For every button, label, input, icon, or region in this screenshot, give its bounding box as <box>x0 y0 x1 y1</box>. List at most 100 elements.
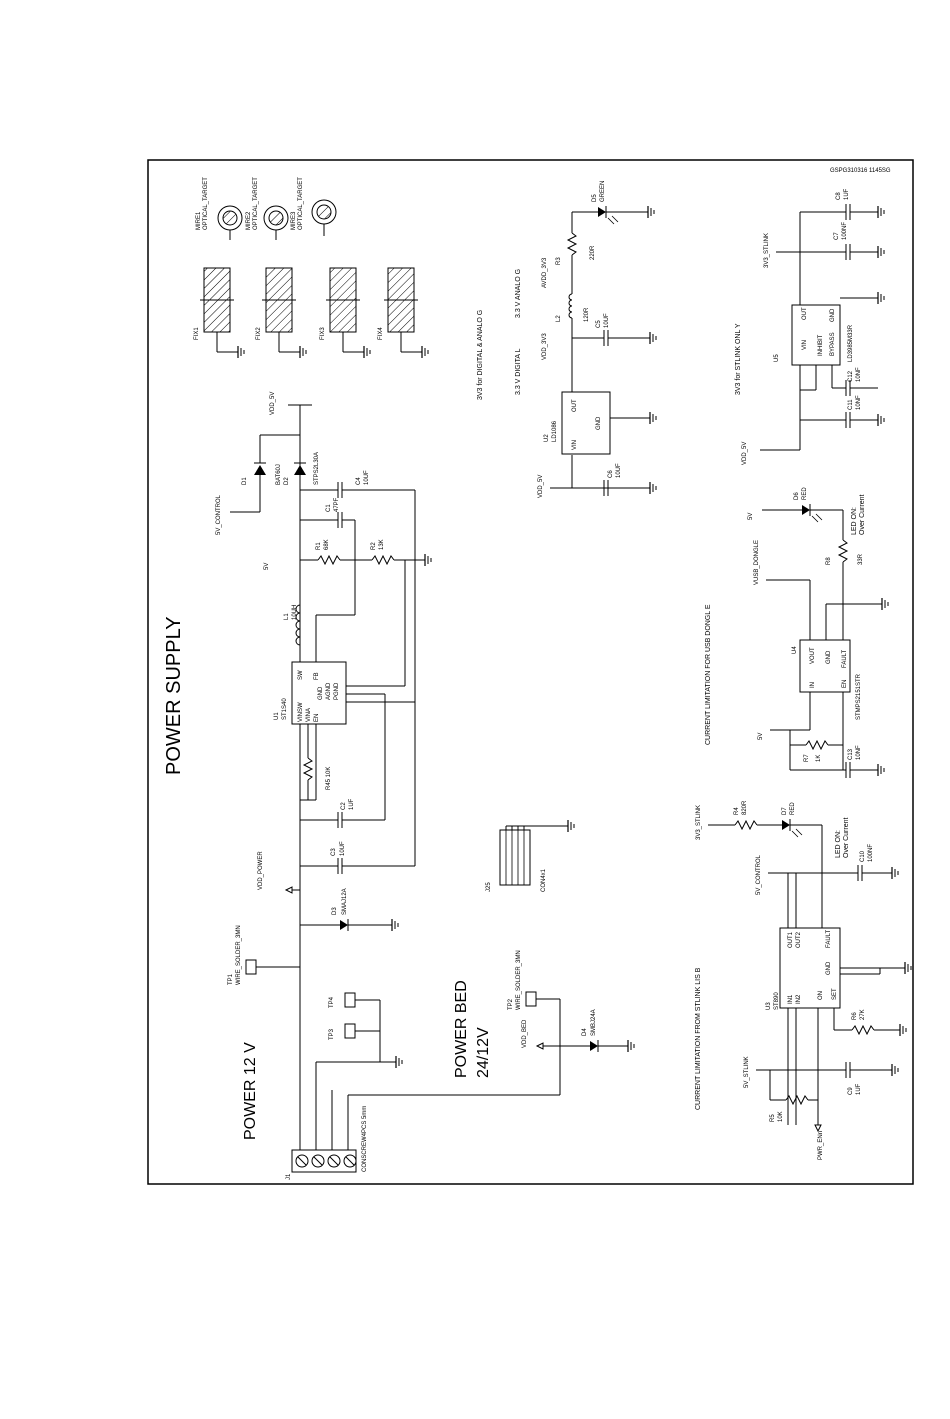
c1-capacitor: C1 47PF <box>300 497 356 560</box>
mire3-label: MIRE3 <box>291 211 297 230</box>
c9-label: C9 <box>848 1087 854 1095</box>
c11-value: 10NF <box>856 395 862 410</box>
u5-label: U5 <box>774 354 780 362</box>
u4-pin-vout: VOUT <box>810 647 816 664</box>
d3-label: D3 <box>332 907 338 915</box>
d6-label: D6 <box>794 492 800 500</box>
u5-pin-inhibit: INHIBIT <box>818 334 824 356</box>
u3-value: ST890 <box>774 992 780 1010</box>
c9-value: 1UF <box>856 1083 862 1095</box>
r3-label: R3 <box>556 257 562 265</box>
u1-pin-sw: SW <box>298 670 304 680</box>
u1-pin-vinsw: VINSW <box>298 702 304 722</box>
d1-label: D1 <box>242 477 248 485</box>
u1-pin-fb: FB <box>314 672 320 680</box>
c10-capacitor: C10 100NF <box>796 844 899 881</box>
net-5v-control-d1: 5V_CONTROL <box>216 494 222 535</box>
c12-value: 10NF <box>856 367 862 382</box>
u3-pin-in1: IN1 <box>788 994 794 1004</box>
r45-label: R45 10K <box>326 767 332 790</box>
c2-value: 1UF <box>349 798 355 810</box>
net-5v-stlink: 5V_STLINK <box>744 1056 750 1088</box>
j25-header: J25 CON4x1 <box>486 819 575 892</box>
u5-pin-vin: VIN <box>802 340 808 350</box>
fix3-mount: FIX3 <box>320 267 371 359</box>
d6-note-over-current: Over Current <box>859 494 866 535</box>
d3-tvs-diode: D3 SMAJ12A <box>300 888 399 932</box>
u4-value: STMPS2151STR <box>856 673 862 720</box>
c5-capacitor: C5 10UF <box>572 313 657 346</box>
d7-value: RED <box>790 802 796 815</box>
net-3v3-stlink-r4: 3V3_STLINK <box>696 805 702 840</box>
d4-tvs-diode: D4 SMBJ24A <box>560 1009 635 1053</box>
c1-value: 47PF <box>334 497 340 512</box>
c3-value: 10UF <box>340 841 346 856</box>
c4-value: 10UF <box>364 470 370 485</box>
r45-resistor: R45 10K <box>300 735 332 801</box>
c1-label: C1 <box>326 504 332 512</box>
d7-note-over-current: Over Current <box>843 817 850 858</box>
u1-pin-pgnd: PGND <box>334 682 340 700</box>
l1-label: L1 <box>284 613 290 620</box>
u3-label: U3 <box>766 1002 772 1010</box>
c7-label: C7 <box>834 232 840 240</box>
c6-capacitor: C6 10UF <box>603 463 622 496</box>
j1-label: J1 <box>286 1173 292 1180</box>
d7-note-led-on: LED ON: <box>835 830 842 858</box>
fix2-mount: FIX2 <box>256 267 307 359</box>
c9-capacitor: C9 1UF <box>788 1062 899 1095</box>
c10-label: C10 <box>860 850 866 862</box>
net-vdd-bed: VDD_BED <box>522 1019 528 1048</box>
net-vdd-5v: VDD_5V <box>270 392 276 415</box>
r8-value: 33R <box>858 553 864 565</box>
r3-value: 220R <box>590 245 596 260</box>
d4-label: D4 <box>582 1028 588 1036</box>
r2-label: R2 <box>371 542 377 550</box>
section-digital: 3.3 V DIGITA L <box>515 348 522 395</box>
tp4-label: TP4 <box>329 996 335 1008</box>
u1-value: ST1S40 <box>282 698 288 720</box>
r5-label: R5 <box>770 1114 776 1122</box>
tp2-label: TP2 <box>508 998 514 1010</box>
l2-ferrite: L2 120R <box>556 275 590 338</box>
l2-value: 120R <box>584 307 590 322</box>
r5-resistor: R5 10K <box>769 1070 818 1122</box>
d5-led-green: D5 GREEN <box>572 181 655 225</box>
u4-power-switch: U4 STMPS2151STR IN VOUT GND EN FAULT <box>792 639 862 745</box>
u2-ldo-regulator: U2 LD1086 VIN OUT GND <box>544 338 657 455</box>
l2-label: L2 <box>556 315 562 322</box>
r8-resistor: R8 33R <box>826 510 864 604</box>
c7-value: 100NF <box>842 222 848 240</box>
u2-pin-vin: VIN <box>572 440 578 450</box>
r1-value: 68K <box>324 539 330 550</box>
r2-resistor: R2 13K <box>355 539 425 566</box>
u1-pin-vina: VINA <box>306 708 312 722</box>
r5-value: 10K <box>778 1111 784 1122</box>
net-vusb-dongle: VUSB_DONGLE <box>754 540 760 585</box>
u2-pin-out: OUT <box>572 399 578 412</box>
c8-capacitor: C8 1UF <box>800 188 885 220</box>
c11-capacitor: C11 10NF <box>800 395 885 428</box>
r6-label: R6 <box>852 1012 858 1020</box>
tp1-label: TP1 <box>228 973 234 985</box>
d3-value: SMAJ12A <box>342 888 348 915</box>
c3-label: C3 <box>331 848 337 856</box>
net-vdd-power: VDD_POWER <box>258 851 264 890</box>
u5-value: LD3985M33R <box>848 324 854 362</box>
tp3-label: TP3 <box>329 1028 335 1040</box>
mire1-value: OPTICAL_TARGET <box>203 177 209 230</box>
tp4-testpoint: TP4 <box>329 992 380 1008</box>
d7-label: D7 <box>782 807 788 815</box>
fix3-label: FIX3 <box>320 327 326 340</box>
r7-value: 1K <box>816 755 822 762</box>
u1-buck-regulator: U1 ST1S40 SW FB AGND PGND GND VINSW VINA… <box>274 615 415 735</box>
d7-led-red: D7 RED <box>782 802 822 838</box>
j25-value: CON4x1 <box>541 868 547 892</box>
mire3-value: OPTICAL_TARGET <box>298 177 304 230</box>
mire1-label: MIRE1 <box>196 211 202 230</box>
u1-pin-agnd: AGND <box>326 682 332 700</box>
d4-value: SMBJ24A <box>591 1009 597 1036</box>
j1-value: CONSCREW4PCS 5mm <box>362 1106 368 1172</box>
r2-value: 13K <box>379 539 385 550</box>
